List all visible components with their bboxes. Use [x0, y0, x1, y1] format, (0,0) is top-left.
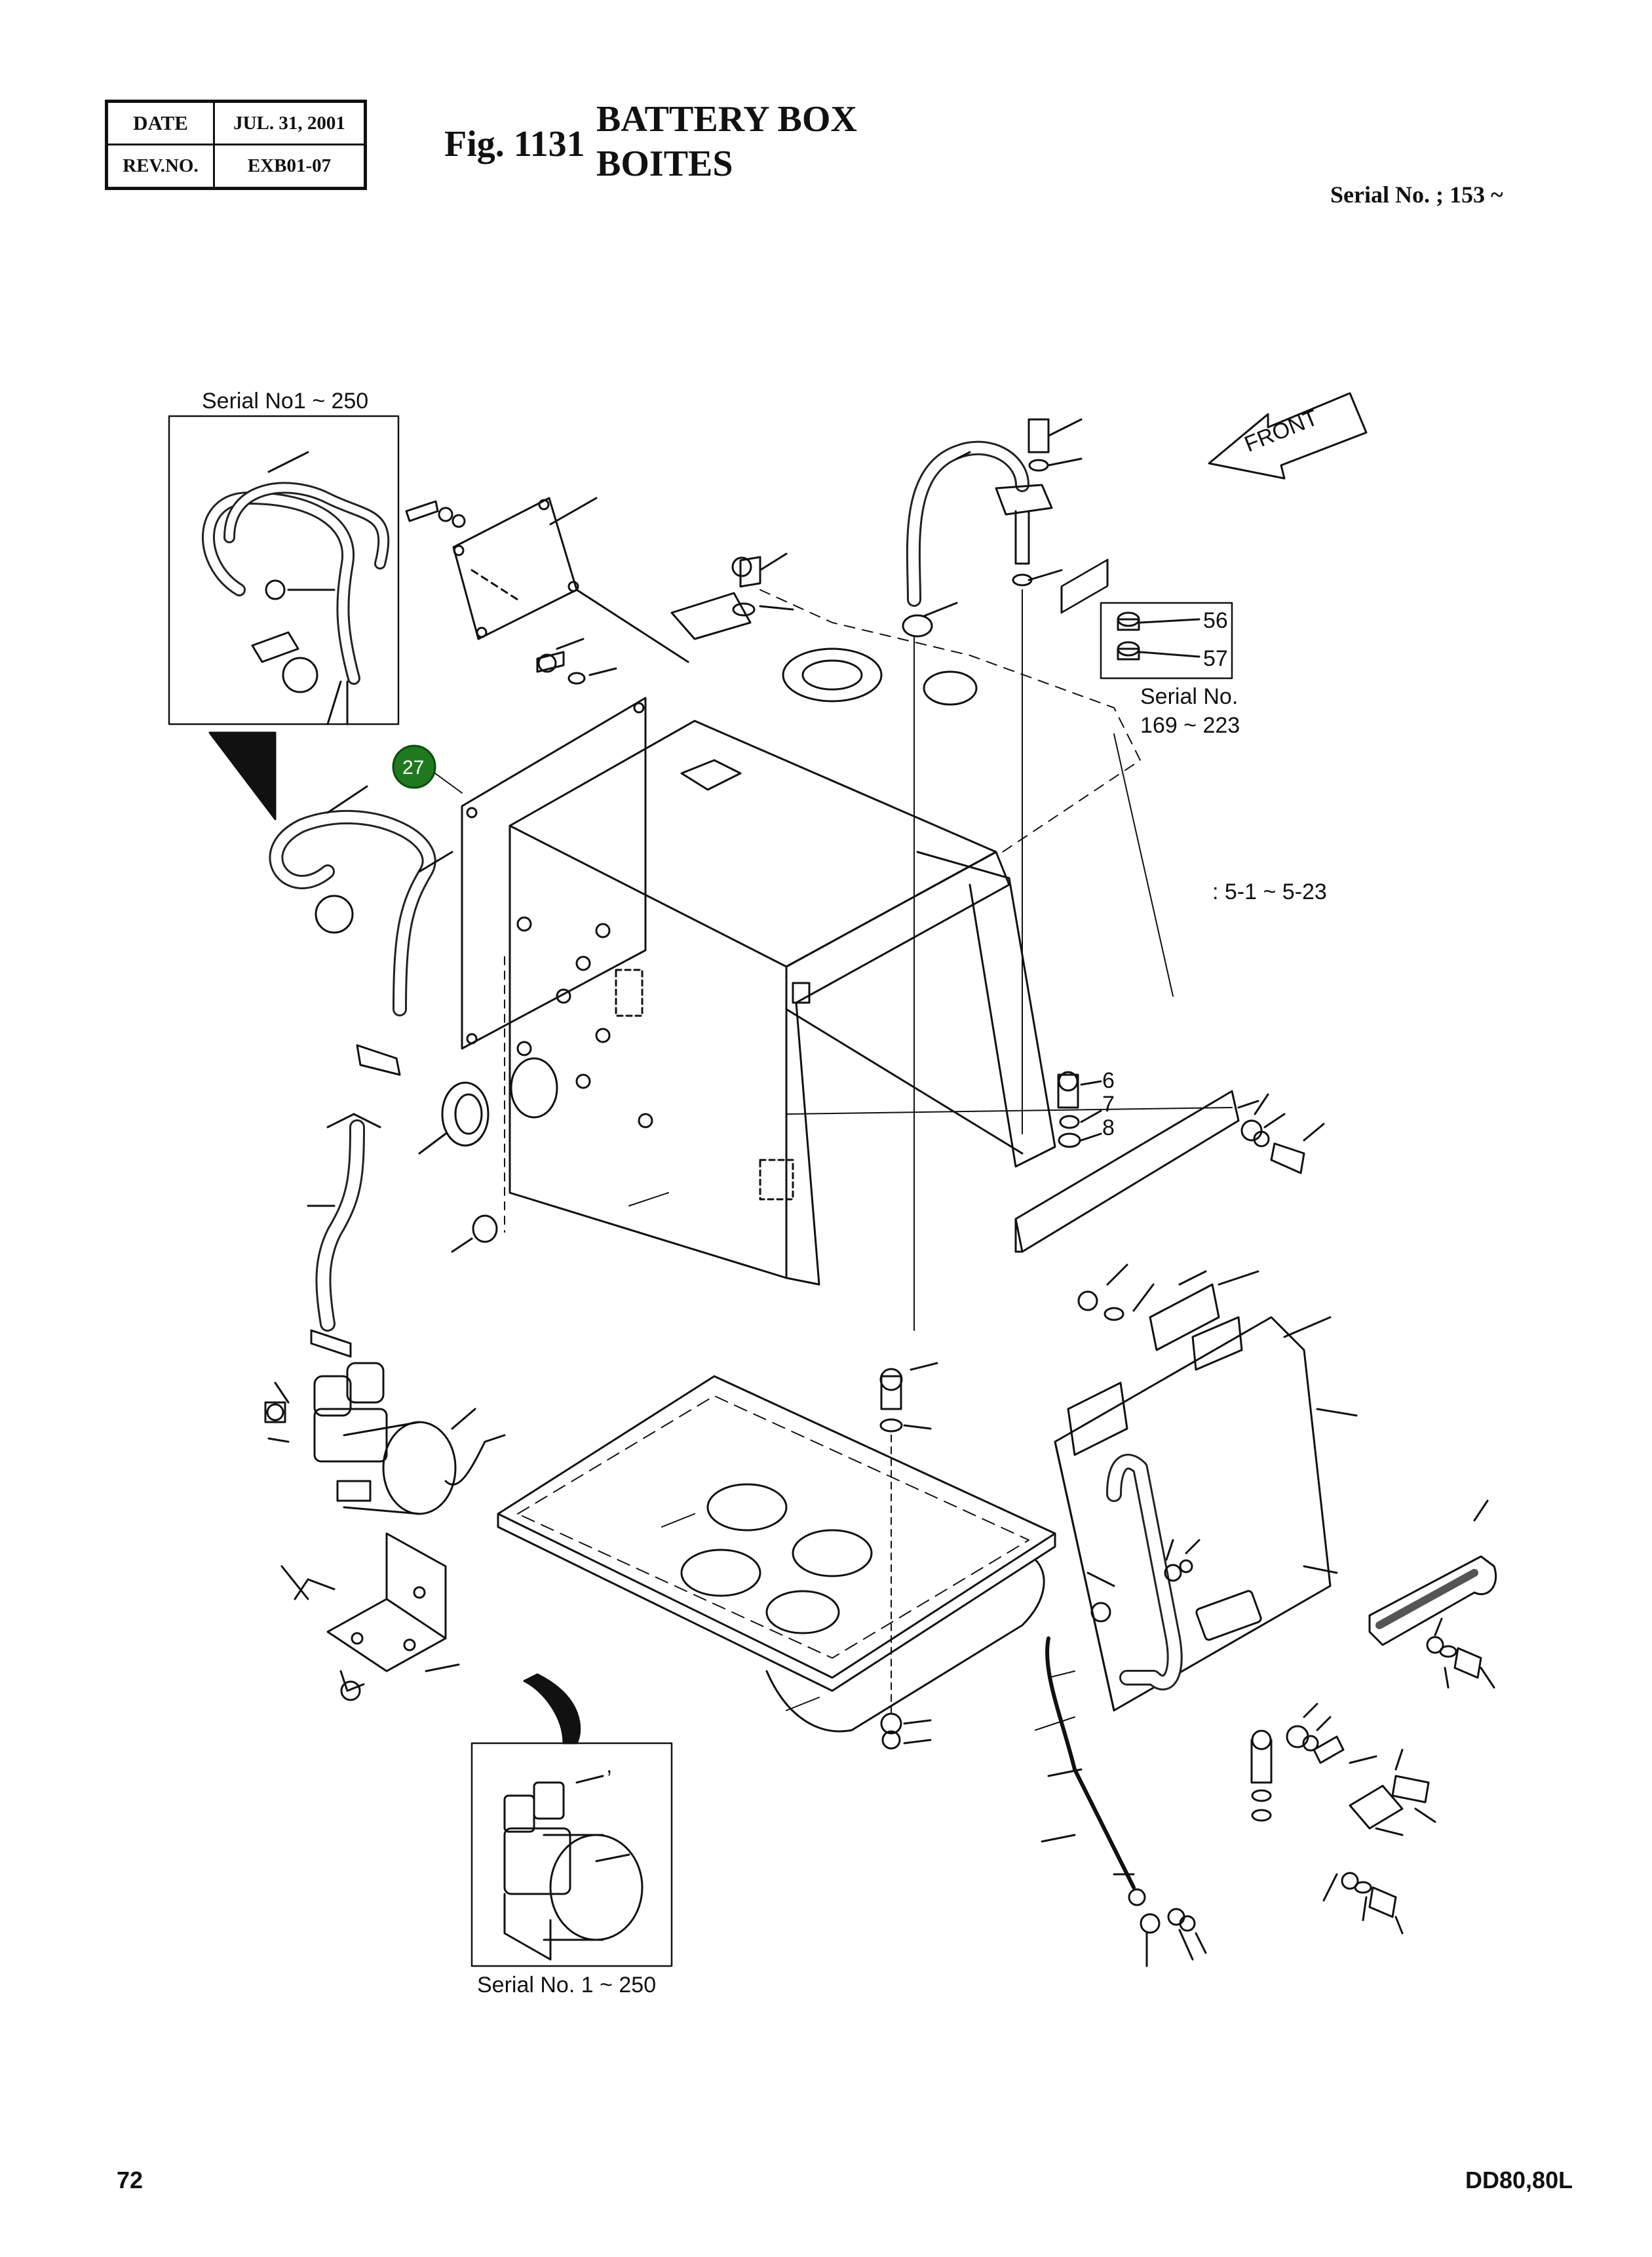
figure-title-english: BATTERY BOX [596, 99, 857, 140]
center-bolt-assembly [879, 1362, 938, 1750]
inset-bottom-mark: , [606, 1753, 612, 1778]
pump-assembly-left [264, 1362, 506, 1515]
revision-table: DATE JUL. 31, 2001 REV.NO. EXB01-07 [105, 100, 367, 190]
latch-assembly [1250, 1703, 1436, 1935]
l-bracket [280, 1532, 460, 1701]
rev-label: REV.NO. [123, 155, 199, 176]
leader-line [1113, 733, 1174, 997]
front-arrow: FRONT [1208, 392, 1368, 480]
cover-plate [405, 497, 689, 663]
grommet-part-57: 57 [1203, 646, 1228, 671]
callout-27-label: 27 [402, 757, 424, 779]
handle-right [1368, 1499, 1497, 1689]
grommet-serial-line2: 169 ~ 223 [1140, 713, 1240, 738]
serial-range: Serial No. ; 153 ~ [1330, 182, 1503, 208]
top-fasteners [536, 552, 794, 685]
grommet-serial-line1: Serial No. [1140, 684, 1238, 709]
hose-inset-top-left: Serial No1 ~ 250 [168, 389, 400, 725]
grommet-part-56: 56 [1203, 608, 1228, 633]
battery-cover [1054, 1316, 1358, 1712]
left-hose-assembly [269, 785, 453, 1358]
rail-bracket [786, 558, 1325, 1253]
reference-note: : 5-1 ~ 5-23 [1212, 879, 1327, 904]
rod-assembly [1041, 1636, 1207, 1967]
front-label: FRONT [1241, 405, 1322, 457]
inset-top-left-caption: Serial No1 ~ 250 [202, 389, 368, 414]
model-name: DD80,80L [1465, 2167, 1573, 2193]
table-divider [213, 103, 215, 187]
page-number: 72 [117, 2167, 144, 2193]
table-divider [108, 144, 364, 145]
battery-box-body [461, 589, 1141, 1286]
base-tray [497, 1375, 1056, 1733]
figure-title-french: BOITES [596, 144, 733, 184]
date-label: DATE [133, 111, 188, 134]
vent-pipe [902, 418, 1083, 1331]
date-value: JUL. 31, 2001 [233, 112, 345, 134]
bolt-set-6-7-8: 6 7 8 [1057, 1068, 1115, 1148]
rev-value: EXB01-07 [247, 155, 332, 176]
leader-lines [628, 1192, 1075, 1731]
bolt-part-6: 6 [1102, 1068, 1115, 1093]
bolt-part-7: 7 [1102, 1092, 1115, 1117]
inset-bottom-caption: Serial No. 1 ~ 250 [477, 1973, 656, 1997]
pump-inset-bottom: Serial No. 1 ~ 250 , [471, 1742, 673, 1997]
bolt-part-8: 8 [1102, 1115, 1115, 1140]
grommets-left [418, 956, 505, 1253]
highlight-callout-27[interactable]: 27 [392, 744, 463, 794]
figure-number: Fig. 1131 [444, 124, 585, 164]
inset-pointer-curve [523, 1673, 581, 1745]
inset-pointer-arrow [208, 731, 277, 820]
grommet-inset: 56 57 Serial No. 169 ~ 223 [1100, 602, 1240, 738]
hold-down-plates [1077, 1264, 1259, 1351]
